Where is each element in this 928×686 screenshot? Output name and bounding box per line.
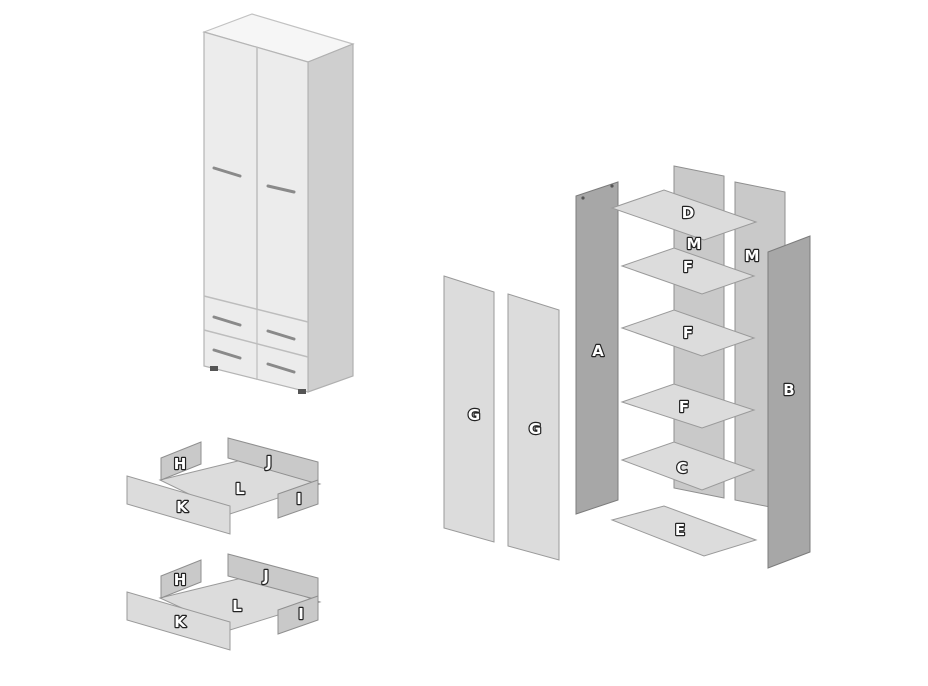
part-label-m: M [687, 235, 702, 253]
part-label-i: I [298, 605, 304, 623]
part-label-j: J [262, 567, 269, 585]
door-bottom-edge [203, 295, 309, 323]
drawer-assembly-2: H J L K I [126, 553, 322, 651]
side-panel-a [575, 181, 619, 515]
shelf-f-3 [620, 383, 756, 429]
drawer-front-k-2 [126, 591, 231, 651]
part-label-d: D [682, 204, 694, 222]
drawer-handle-1 [212, 315, 242, 327]
drawer-handle-3 [212, 348, 242, 360]
part-label-g: G [468, 406, 480, 424]
part-label-j: J [265, 453, 272, 471]
bottom-panel-e [610, 505, 758, 557]
wardrobe-side [307, 43, 354, 393]
doors: G G [443, 275, 560, 561]
part-label-h: H [174, 455, 187, 473]
dowel-hole [581, 196, 585, 200]
foot-right [298, 389, 306, 394]
part-label-i: I [296, 490, 302, 508]
part-label-k: K [174, 613, 187, 631]
part-label-e: E [675, 521, 685, 539]
shelf-f-2 [620, 309, 756, 357]
drawer-side-i-2 [277, 595, 319, 635]
shelf-d [610, 189, 758, 241]
part-label-f: F [679, 398, 689, 416]
part-label-l: L [232, 597, 242, 615]
door-panel-g-2 [507, 293, 560, 561]
drawer-divider [203, 329, 309, 358]
drawer-side-i-1 [277, 479, 319, 519]
part-label-l: L [235, 480, 245, 498]
assembled-wardrobe [202, 13, 355, 394]
drawer-side-h-1 [160, 441, 202, 481]
shelf-f-1 [620, 247, 756, 295]
drawer-handle-4 [266, 362, 296, 374]
part-label-f: F [683, 258, 693, 276]
part-label-k: K [176, 498, 189, 516]
part-label-a: A [592, 342, 604, 360]
door-handle-right [266, 184, 296, 194]
drawer-assembly-1: H J L K I [126, 437, 322, 535]
door-handle-left [212, 166, 242, 178]
foot-left [210, 366, 218, 371]
part-label-h: H [174, 571, 187, 589]
part-label-g: G [529, 420, 541, 438]
side-panel-b [767, 235, 811, 569]
part-label-c: C [676, 459, 687, 477]
drawer-front-k-1 [126, 475, 231, 535]
part-label-f: F [683, 324, 693, 342]
part-label-b: B [783, 381, 794, 399]
part-label-m: M [745, 247, 760, 265]
door-panel-g-1 [443, 275, 495, 543]
dowel-hole [610, 184, 614, 188]
drawer-handle-2 [266, 329, 296, 341]
exploded-carcass: D M M F A F B F C E [575, 165, 811, 569]
shelf-c [620, 441, 756, 491]
drawer-side-h-2 [160, 559, 202, 599]
